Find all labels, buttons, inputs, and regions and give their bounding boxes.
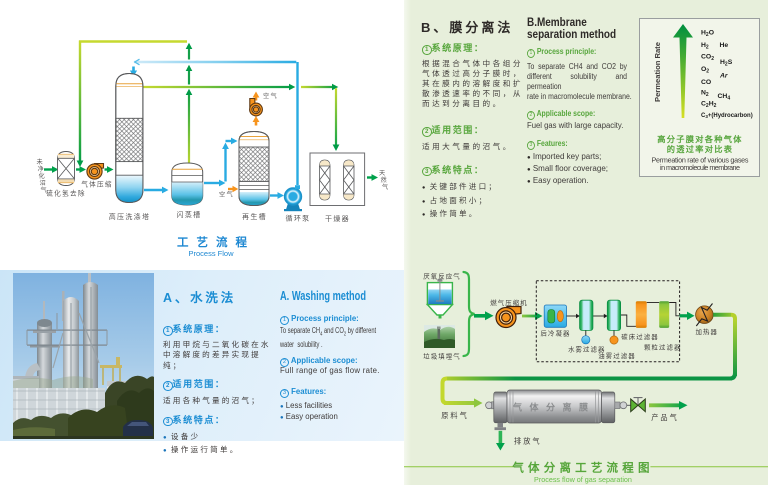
svg-text:空气: 空气 xyxy=(263,92,278,100)
svg-text:气体压缩: 气体压缩 xyxy=(81,180,113,189)
svg-text:化: 化 xyxy=(39,172,45,180)
svg-text:产品气: 产品气 xyxy=(651,413,679,422)
svg-text:H2: H2 xyxy=(701,42,709,51)
svg-text:加热器: 加热器 xyxy=(696,327,718,336)
svg-text:Permeation Rate: Permeation Rate xyxy=(653,42,662,102)
svg-text:后冷凝器: 后冷凝器 xyxy=(541,329,571,338)
svg-text:循环泵: 循环泵 xyxy=(286,214,311,223)
svg-text:天: 天 xyxy=(379,170,385,177)
svg-text:Permeation rate of various gas: Permeation rate of various gases xyxy=(652,156,749,165)
svg-text:硫化氢去除: 硫化氢去除 xyxy=(46,189,85,198)
svg-text:厌氧反应气: 厌氧反应气 xyxy=(423,272,460,281)
svg-text:然: 然 xyxy=(381,176,387,184)
svg-text:高分子膜对各种气体: 高分子膜对各种气体 xyxy=(657,134,742,144)
svg-text:闪蒸槽: 闪蒸槽 xyxy=(177,210,202,219)
svg-text:垃圾填埋气: 垃圾填埋气 xyxy=(423,352,460,361)
svg-text:He: He xyxy=(720,42,729,49)
svg-text:未: 未 xyxy=(37,158,43,166)
svg-text:C2H2: C2H2 xyxy=(701,101,717,110)
svg-text:高压洗涤塔: 高压洗涤塔 xyxy=(109,212,151,221)
svg-text:再生槽: 再生槽 xyxy=(242,212,267,221)
svg-text:燃气压缩机: 燃气压缩机 xyxy=(490,298,527,307)
svg-text:O2: O2 xyxy=(701,66,709,75)
svg-text:净: 净 xyxy=(38,165,44,173)
svg-text:的透过率对比表: 的透过率对比表 xyxy=(667,144,733,154)
svg-text:气体分离膜: 气体分离膜 xyxy=(512,402,596,413)
svg-text:气: 气 xyxy=(41,186,47,194)
svg-text:空气: 空气 xyxy=(219,191,234,199)
svg-text:油雾过滤器: 油雾过滤器 xyxy=(598,351,635,360)
svg-text:H2S: H2S xyxy=(720,59,733,68)
svg-text:排放气: 排放气 xyxy=(514,436,542,445)
svg-text:Ar: Ar xyxy=(719,73,728,80)
svg-text:N2: N2 xyxy=(701,90,709,99)
svg-text:气体分离工艺流程图: 气体分离工艺流程图 xyxy=(511,461,653,475)
svg-text:in macromolecule membrane: in macromolecule membrane xyxy=(660,163,740,172)
svg-text:碳床过滤器: 碳床过滤器 xyxy=(621,332,658,341)
svg-text:C3+(Hydrocarbon): C3+(Hydrocarbon) xyxy=(701,113,753,119)
svg-text:颗粒过滤器: 颗粒过滤器 xyxy=(644,343,681,352)
svg-text:Process flow of gas separation: Process flow of gas separation xyxy=(534,475,632,484)
svg-text:CH4: CH4 xyxy=(718,93,731,102)
svg-text:沼: 沼 xyxy=(40,179,46,187)
svg-text:CO: CO xyxy=(701,79,711,86)
svg-text:工艺流程: 工艺流程 xyxy=(177,235,255,249)
svg-text:气: 气 xyxy=(382,183,388,191)
svg-text:CO2: CO2 xyxy=(701,54,714,63)
svg-text:水雾过滤器: 水雾过滤器 xyxy=(568,345,605,354)
svg-text:干燥器: 干燥器 xyxy=(325,214,350,223)
svg-text:H2O: H2O xyxy=(701,30,714,39)
svg-text:Process Flow: Process Flow xyxy=(188,249,234,258)
svg-text:原料气: 原料气 xyxy=(441,411,469,420)
